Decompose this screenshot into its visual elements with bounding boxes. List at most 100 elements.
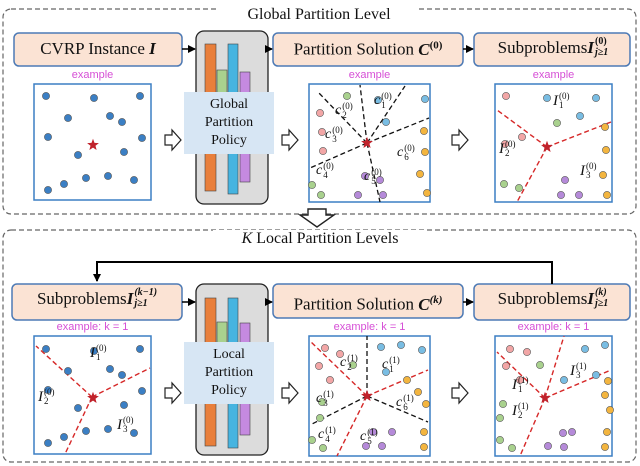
customer-dot xyxy=(82,174,90,182)
customer-dot xyxy=(515,184,523,192)
local-cluster-label-sub: 1 xyxy=(389,364,394,375)
customer-dot xyxy=(64,114,72,122)
customer-dot xyxy=(421,95,429,103)
global-subproblems-sup: (0) xyxy=(595,36,607,47)
customer-dot xyxy=(60,180,68,188)
customer-dot xyxy=(136,345,144,353)
local-partition-solution-var: C xyxy=(418,294,430,314)
global-policy-panel xyxy=(184,30,274,205)
global-policy-line-2: Partition xyxy=(204,115,254,130)
local-input-label-sub: 2 xyxy=(44,396,49,407)
global-subproblem-label-sup: (0) xyxy=(505,139,516,149)
local-input-label-sup: (0) xyxy=(44,387,55,397)
local-output-label-sup: (1) xyxy=(518,401,529,411)
global-subproblem-label: I(0)2 xyxy=(499,139,516,159)
local-cluster-label-sub: 3 xyxy=(323,398,328,409)
example-caption-global-3: example xyxy=(532,69,575,81)
global-cluster-label-sub: 4 xyxy=(323,170,328,181)
customer-dot xyxy=(420,428,428,436)
local-partition-solution-sup: (k) xyxy=(429,294,443,306)
cvrp-instance-label: CVRP Instance I xyxy=(14,40,182,57)
global-subproblem-label: I(0)1 xyxy=(553,91,570,111)
global-subproblem-label-base: I xyxy=(580,162,585,179)
customer-dot xyxy=(308,436,316,444)
customer-dot xyxy=(603,191,611,199)
customer-dot xyxy=(422,400,430,408)
local-cluster-label: c(1)4 xyxy=(318,425,336,445)
customer-dot xyxy=(321,344,329,352)
global-partition-solution-label: Partition Solution C(0) xyxy=(273,40,463,58)
customer-dot xyxy=(557,191,565,199)
customer-dot xyxy=(603,428,611,436)
global-partition-solution-var: C xyxy=(418,39,430,59)
customer-dot xyxy=(362,442,370,450)
local-cluster-label-sup: (1) xyxy=(403,393,414,403)
global-subproblems-text: Subproblems xyxy=(497,38,588,57)
customer-dot xyxy=(74,404,82,412)
global-subproblem-label-base: I xyxy=(499,140,504,157)
local-cluster-label-sub: 2 xyxy=(347,362,352,373)
customer-dot xyxy=(44,133,52,141)
global-subproblem-label-sub: 1 xyxy=(559,100,564,111)
customer-dot xyxy=(423,189,431,197)
global-cluster-label-base: c xyxy=(335,103,342,119)
customer-dot xyxy=(561,176,569,184)
customer-dot xyxy=(319,444,327,452)
customer-dot xyxy=(581,345,589,353)
customer-dot xyxy=(523,348,531,356)
local-subproblems-in-sub: j≥1 xyxy=(134,297,148,309)
cvrp-instance-var: I xyxy=(149,39,156,58)
global-subproblems-label: Subproblems I (0) j≥1 xyxy=(476,36,630,58)
global-cluster-label-sub: 6 xyxy=(404,152,409,163)
local-output-label-base: I xyxy=(512,376,517,393)
customer-dot xyxy=(44,439,52,447)
local-output-label-sub: 1 xyxy=(518,384,523,395)
global-policy-line-3: Policy xyxy=(211,133,247,148)
customer-dot xyxy=(44,186,52,194)
local-cluster-label-sup: (1) xyxy=(325,425,336,435)
customer-dot xyxy=(106,365,114,373)
local-cluster-label-base: c xyxy=(340,355,347,371)
customer-dot xyxy=(90,94,98,102)
example-panel-local-output xyxy=(494,335,613,457)
global-cluster-label: c(0)1 xyxy=(374,91,392,111)
local-cluster-label: c(1)1 xyxy=(382,355,400,375)
customer-dot xyxy=(319,147,327,155)
customer-dot xyxy=(536,361,544,369)
customer-dot xyxy=(317,191,325,199)
local-input-label-base: I xyxy=(117,416,122,433)
customer-dot xyxy=(318,128,326,136)
local-cluster-label-base: c xyxy=(396,395,403,411)
customer-dot xyxy=(601,391,609,399)
customer-dot xyxy=(496,414,504,422)
example-panel-local-partition xyxy=(308,335,431,457)
customer-dot xyxy=(501,140,509,148)
customer-dot xyxy=(361,172,369,180)
local-output-label: I(1)3 xyxy=(570,361,587,381)
local-subproblems-out-sup: (k) xyxy=(595,287,607,298)
local-section-title: K Local Partition Levels xyxy=(213,230,427,248)
local-subproblems-in-sup: (k−1) xyxy=(134,287,158,298)
local-policy-line-1: Local xyxy=(213,347,245,362)
customer-dot xyxy=(42,345,50,353)
customer-dot xyxy=(559,429,567,437)
customer-dot xyxy=(130,176,138,184)
local-policy-line-3: Policy xyxy=(211,383,247,398)
local-cluster-label: c(1)3 xyxy=(316,389,334,409)
customer-dot xyxy=(599,171,607,179)
hollow-arrows xyxy=(164,128,469,405)
customer-dot xyxy=(496,436,504,444)
local-cluster-label-base: c xyxy=(360,429,367,445)
global-cluster-label-sub: 3 xyxy=(332,134,337,145)
global-cluster-label-sup: (0) xyxy=(404,143,415,153)
customer-dot xyxy=(576,112,584,120)
local-policy-line-2: Partition xyxy=(204,365,254,380)
customer-dot xyxy=(308,181,316,189)
customer-dot xyxy=(316,414,324,422)
local-input-label-sub: 3 xyxy=(123,424,128,435)
depot-star xyxy=(361,389,373,401)
local-output-label-sup: (1) xyxy=(518,375,529,385)
global-subproblem-label-sub: 2 xyxy=(505,148,510,159)
depot-star xyxy=(539,391,551,403)
